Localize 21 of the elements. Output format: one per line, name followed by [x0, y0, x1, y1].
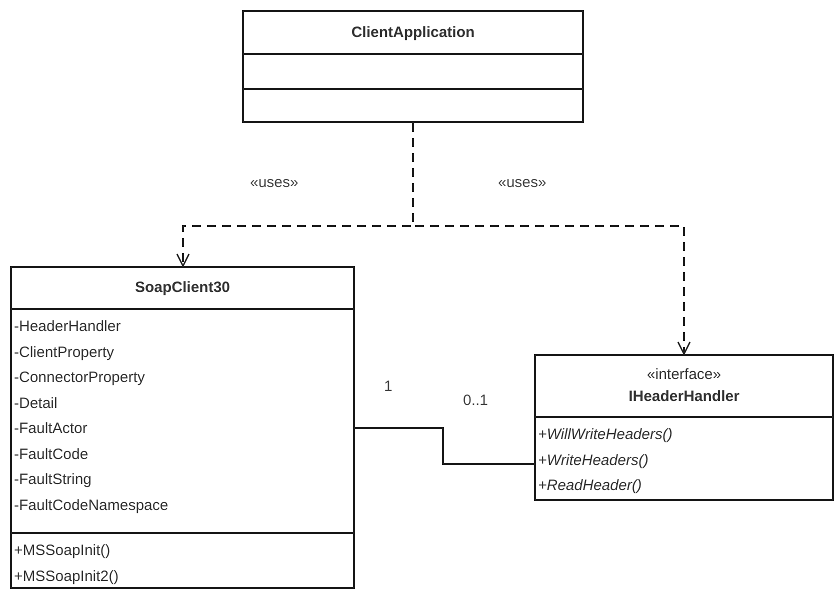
- class-box: [242, 10, 584, 123]
- class-box: [10, 266, 355, 589]
- operation-text: +ReadHeader(): [538, 476, 642, 496]
- operation-text: +WriteHeaders(): [538, 450, 648, 470]
- attribute-text: -FaultCodeNamespace: [14, 496, 168, 516]
- operation-text: +MSSoapInit(): [14, 541, 110, 561]
- class-name: IHeaderHandler: [628, 387, 740, 407]
- attribute-text: -Detail: [14, 394, 58, 414]
- class-name: ClientApplication: [351, 22, 475, 42]
- stereotype-text: «interface»: [646, 365, 722, 385]
- operation-text: +MSSoapInit2(): [14, 566, 119, 586]
- attribute-text: -FaultCode: [14, 444, 88, 464]
- attribute-text: -FaultActor: [14, 419, 88, 439]
- class-name: SoapClient30: [134, 278, 230, 298]
- association-line: [355, 427, 534, 465]
- attribute-text: -HeaderHandler: [14, 317, 121, 337]
- attribute-text: -ClientProperty: [14, 342, 114, 362]
- attribute-text: -FaultString: [14, 470, 92, 490]
- class-box: [534, 354, 834, 501]
- operation-text: +WillWriteHeaders(): [538, 425, 672, 445]
- attribute-text: -ConnectorProperty: [14, 368, 145, 388]
